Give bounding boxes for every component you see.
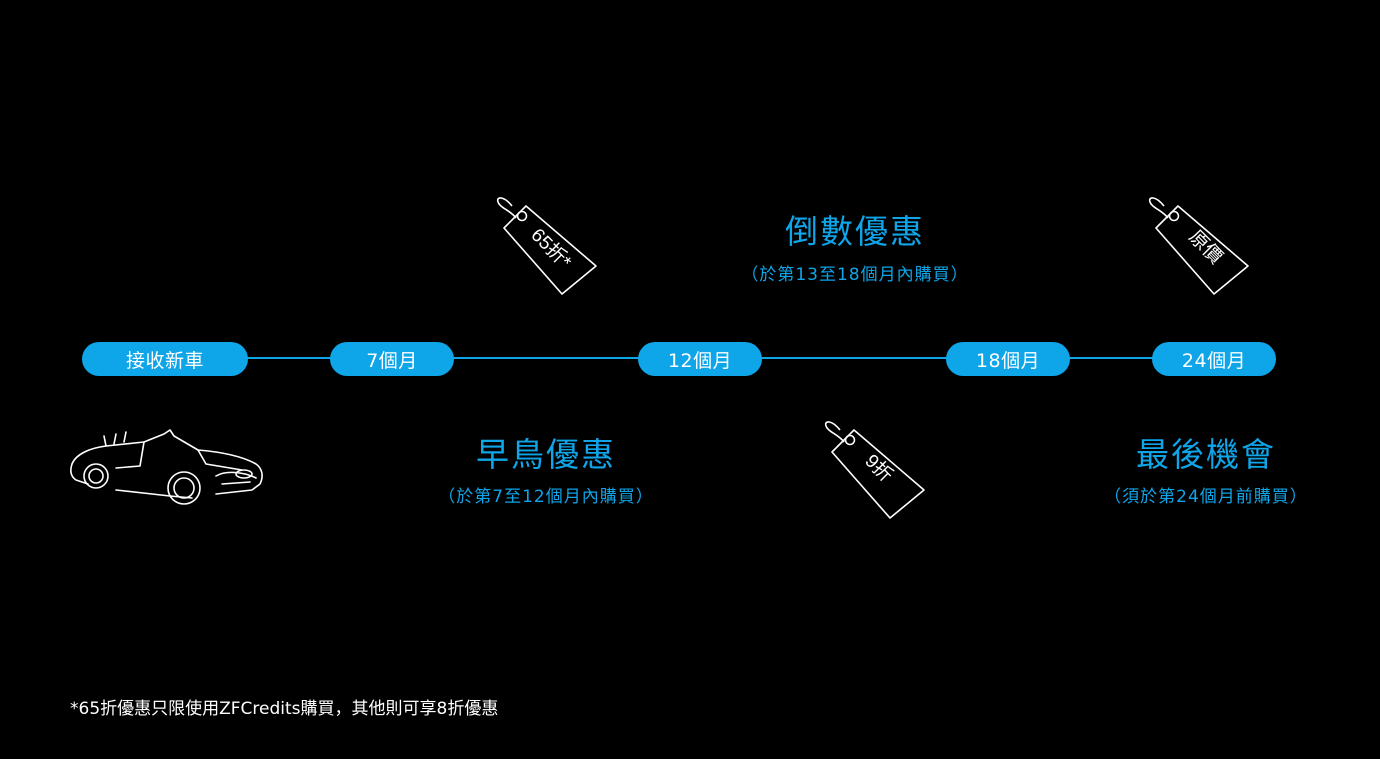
price-tag-original-label: 原價 — [1184, 226, 1226, 268]
milestone-pill-7-months: 7個月 — [330, 342, 454, 376]
price-tag-original-icon: 原價 — [1148, 197, 1249, 295]
convertible-car-icon — [70, 429, 263, 505]
footnote: *65折優惠只限使用ZFCredits購買，其他則可享8折優惠 — [70, 699, 499, 719]
countdown-phase-title: 倒數優惠 — [785, 212, 925, 251]
countdown-phase-note: （於第13至18個月內購買） — [741, 265, 969, 285]
milestone-pill-12-months: 12個月 — [638, 342, 762, 376]
milestone-pill-new-car: 接收新車 — [82, 342, 248, 376]
early-phase-title: 早鳥優惠 — [476, 435, 616, 474]
milestone-pill-24-months: 24個月 — [1152, 342, 1276, 376]
price-tag-65-icon: 65折* — [490, 186, 610, 306]
price-tag-9-label: 9折 — [860, 450, 896, 486]
early-phase-note: （於第7至12個月內購買） — [438, 487, 654, 507]
price-tag-9-icon: 9折 — [824, 421, 925, 519]
milestone-pill-18-months: 18個月 — [946, 342, 1070, 376]
last-phase-note: （須於第24個月前購買） — [1104, 487, 1308, 507]
last-phase-title: 最後機會 — [1136, 435, 1276, 474]
